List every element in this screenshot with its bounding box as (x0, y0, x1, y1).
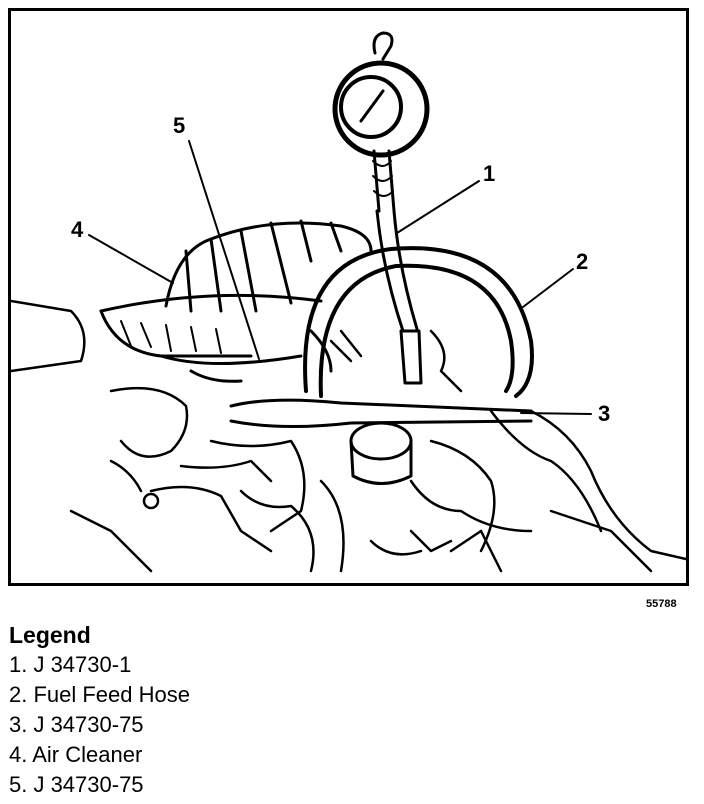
legend-title: Legend (9, 622, 91, 648)
callout-5: 5 (173, 113, 186, 138)
legend-item: 1. J 34730-1 (9, 652, 132, 677)
gauge-hose (375, 209, 423, 385)
figure-id-label: 55788 (646, 598, 677, 610)
engine-diagram (11, 31, 686, 573)
legend-item: 3. J 34730-75 (9, 712, 144, 737)
callout-2: 2 (576, 249, 589, 274)
hose-adapter (189, 329, 333, 383)
legend: Legend 1. J 34730-1 2. Fuel Feed Hose 3.… (9, 620, 190, 800)
legend-item: 2. Fuel Feed Hose (9, 682, 190, 707)
pressure-gauge (332, 31, 430, 213)
callout-leaders (88, 140, 592, 415)
fitting-adapter (229, 398, 533, 485)
engine-components (11, 299, 686, 573)
legend-item: 5. J 34730-75 (9, 772, 144, 797)
callout-1: 1 (483, 161, 496, 186)
callout-4: 4 (71, 217, 84, 242)
callout-3: 3 (598, 401, 611, 426)
fuel-feed-hose (303, 246, 534, 398)
legend-item: 4. Air Cleaner (9, 742, 143, 767)
illustration-frame: 1 2 3 4 5 (8, 8, 689, 586)
air-cleaner (99, 219, 373, 365)
